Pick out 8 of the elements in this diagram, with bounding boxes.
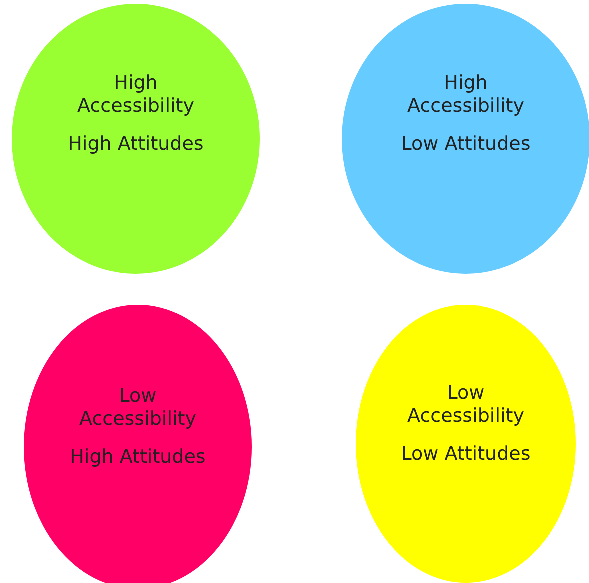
ellipse-label: High Accessibility [406, 72, 526, 118]
ellipse-label: Low Accessibility [406, 382, 526, 428]
ellipse-label: Low Accessibility [78, 384, 198, 430]
ellipse-label: Low Attitudes [401, 443, 531, 466]
ellipse-label: Low Attitudes [401, 133, 531, 156]
ellipse-label: High Accessibility [76, 72, 196, 118]
ellipse-label: High Attitudes [68, 133, 204, 156]
ellipse-label: High Attitudes [70, 446, 206, 470]
